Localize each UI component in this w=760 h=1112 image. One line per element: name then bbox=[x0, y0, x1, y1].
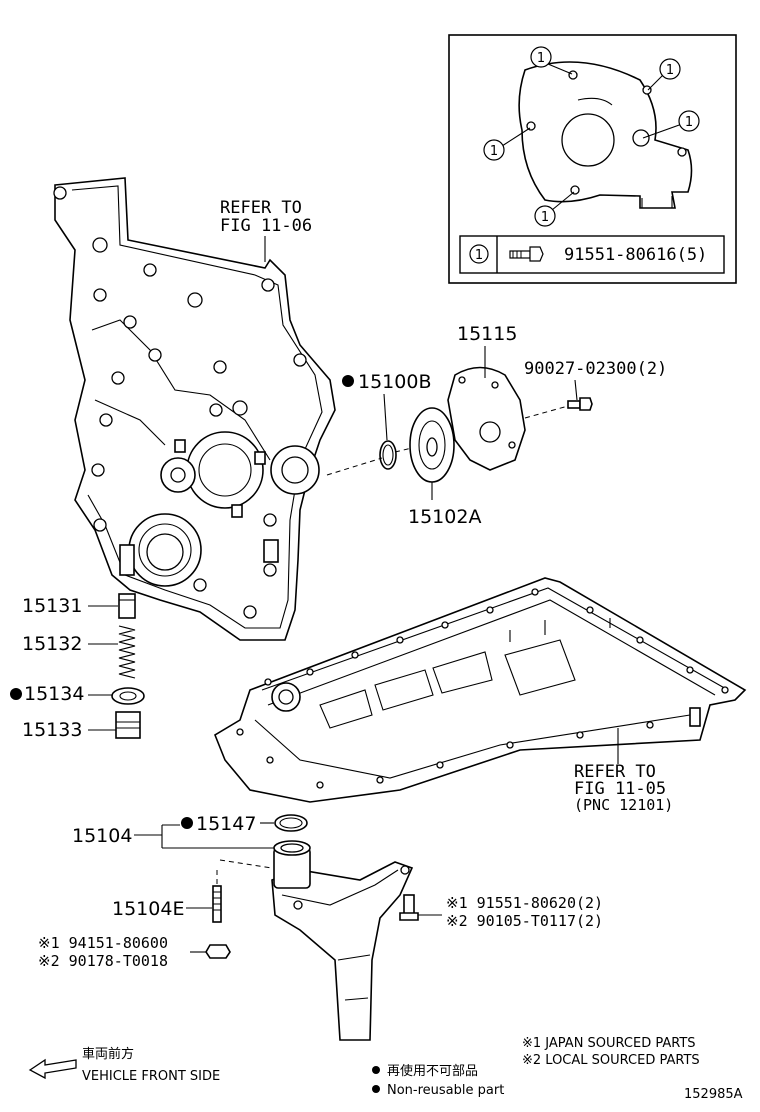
figure-id: 152985A bbox=[684, 1087, 743, 1102]
refer-11-05-line2: FIG 11-05 bbox=[574, 779, 666, 799]
label-15115: 15115 bbox=[457, 323, 517, 345]
callout-1-a: 1 bbox=[537, 51, 545, 66]
refer-11-06-line1: REFER TO bbox=[220, 198, 302, 218]
note-nonreuse-jp: 再使用不可部品 bbox=[387, 1063, 478, 1079]
non-reusable-dot-icon bbox=[372, 1066, 380, 1074]
oil-pan bbox=[214, 577, 747, 803]
legend-number: 1 bbox=[475, 248, 483, 263]
callout-1-b: 1 bbox=[666, 63, 674, 78]
oil-pump-plate-inset: 1 1 1 1 1 1 bbox=[448, 34, 737, 284]
label-bolt-mark1: ※1 91551-80620(2) bbox=[446, 894, 603, 912]
label-bolt-mark2: ※2 90105-T0117(2) bbox=[446, 912, 603, 930]
gasket-15147 bbox=[274, 814, 308, 832]
bolt-90027 bbox=[567, 397, 593, 411]
bolt-icon bbox=[509, 246, 544, 262]
pan-flange-holes bbox=[236, 588, 729, 789]
oil-pump-rotor-15102A bbox=[409, 407, 455, 483]
label-nut-mark1: ※1 94151-80600 bbox=[38, 934, 168, 952]
cover-bolt-bosses bbox=[53, 186, 307, 619]
oil-pump-cover-15115 bbox=[447, 366, 526, 471]
refer-fig-11-06: REFER TO FIG 11-06 bbox=[220, 198, 312, 262]
label-15104E: 15104E bbox=[112, 898, 184, 920]
note-local-sourced: ※2 LOCAL SOURCED PARTS bbox=[522, 1053, 700, 1068]
stud-15104E bbox=[212, 885, 222, 923]
non-reusable-dot-15147 bbox=[181, 817, 193, 829]
callout-1-d: 1 bbox=[490, 144, 498, 159]
label-15133: 15133 bbox=[22, 719, 82, 741]
footer-notes: ※1 JAPAN SOURCED PARTS ※2 LOCAL SOURCED … bbox=[28, 1036, 743, 1102]
label-15102A: 15102A bbox=[408, 506, 481, 528]
note-japan-sourced: ※1 JAPAN SOURCED PARTS bbox=[522, 1036, 696, 1051]
note-nonreuse-en: Non-reusable part bbox=[387, 1083, 504, 1098]
oil-pump-labels: 15115 90027-02300(2) 15100B 15102A bbox=[342, 323, 667, 528]
inset-legend: 1 91551-80616(5) bbox=[459, 235, 725, 274]
label-15132: 15132 bbox=[22, 633, 82, 655]
o-ring-15100B bbox=[379, 440, 397, 470]
inset-callouts: 1 1 1 1 1 bbox=[483, 46, 700, 227]
oil-strainer-15104 bbox=[271, 840, 414, 1041]
label-90027-02300: 90027-02300(2) bbox=[524, 359, 667, 379]
water-pump bbox=[160, 431, 320, 518]
spring-15132 bbox=[118, 625, 136, 679]
crankshaft-seal-bore bbox=[128, 513, 202, 587]
refer-fig-11-05: REFER TO FIG 11-05 (PNC 12101) bbox=[574, 728, 673, 814]
label-15104: 15104 bbox=[72, 825, 132, 847]
non-reusable-dot-icon-2 bbox=[372, 1085, 380, 1093]
label-nut-mark2: ※2 90178-T0018 bbox=[38, 952, 168, 970]
relief-valve-parts: 15131 15132 15134 15133 bbox=[10, 593, 145, 741]
label-15131: 15131 bbox=[22, 595, 82, 617]
front-arrow-icon bbox=[28, 1058, 77, 1080]
bolt-strainer bbox=[399, 894, 419, 921]
refer-11-06-line2: FIG 11-06 bbox=[220, 216, 312, 236]
label-15147: 15147 bbox=[196, 813, 256, 835]
label-15134: 15134 bbox=[24, 683, 84, 705]
refer-11-05-line3: (PNC 12101) bbox=[574, 796, 673, 814]
note-front-en: VEHICLE FRONT SIDE bbox=[82, 1069, 220, 1084]
non-reusable-dot-15100B bbox=[342, 375, 354, 387]
refer-11-05-line1: REFER TO bbox=[574, 762, 656, 782]
label-15100B: 15100B bbox=[358, 371, 431, 393]
nut bbox=[205, 944, 231, 959]
strainer-labels: 15104 15147 15104E ※1 94151-80600 ※2 901… bbox=[38, 813, 603, 970]
callout-1-c: 1 bbox=[685, 115, 693, 130]
non-reusable-dot-15134 bbox=[10, 688, 22, 700]
note-front-jp: 車両前方 bbox=[82, 1046, 134, 1062]
callout-1-e: 1 bbox=[541, 210, 549, 225]
legend-part-number: 91551-80616(5) bbox=[564, 245, 707, 265]
timing-chain-cover bbox=[53, 177, 336, 641]
